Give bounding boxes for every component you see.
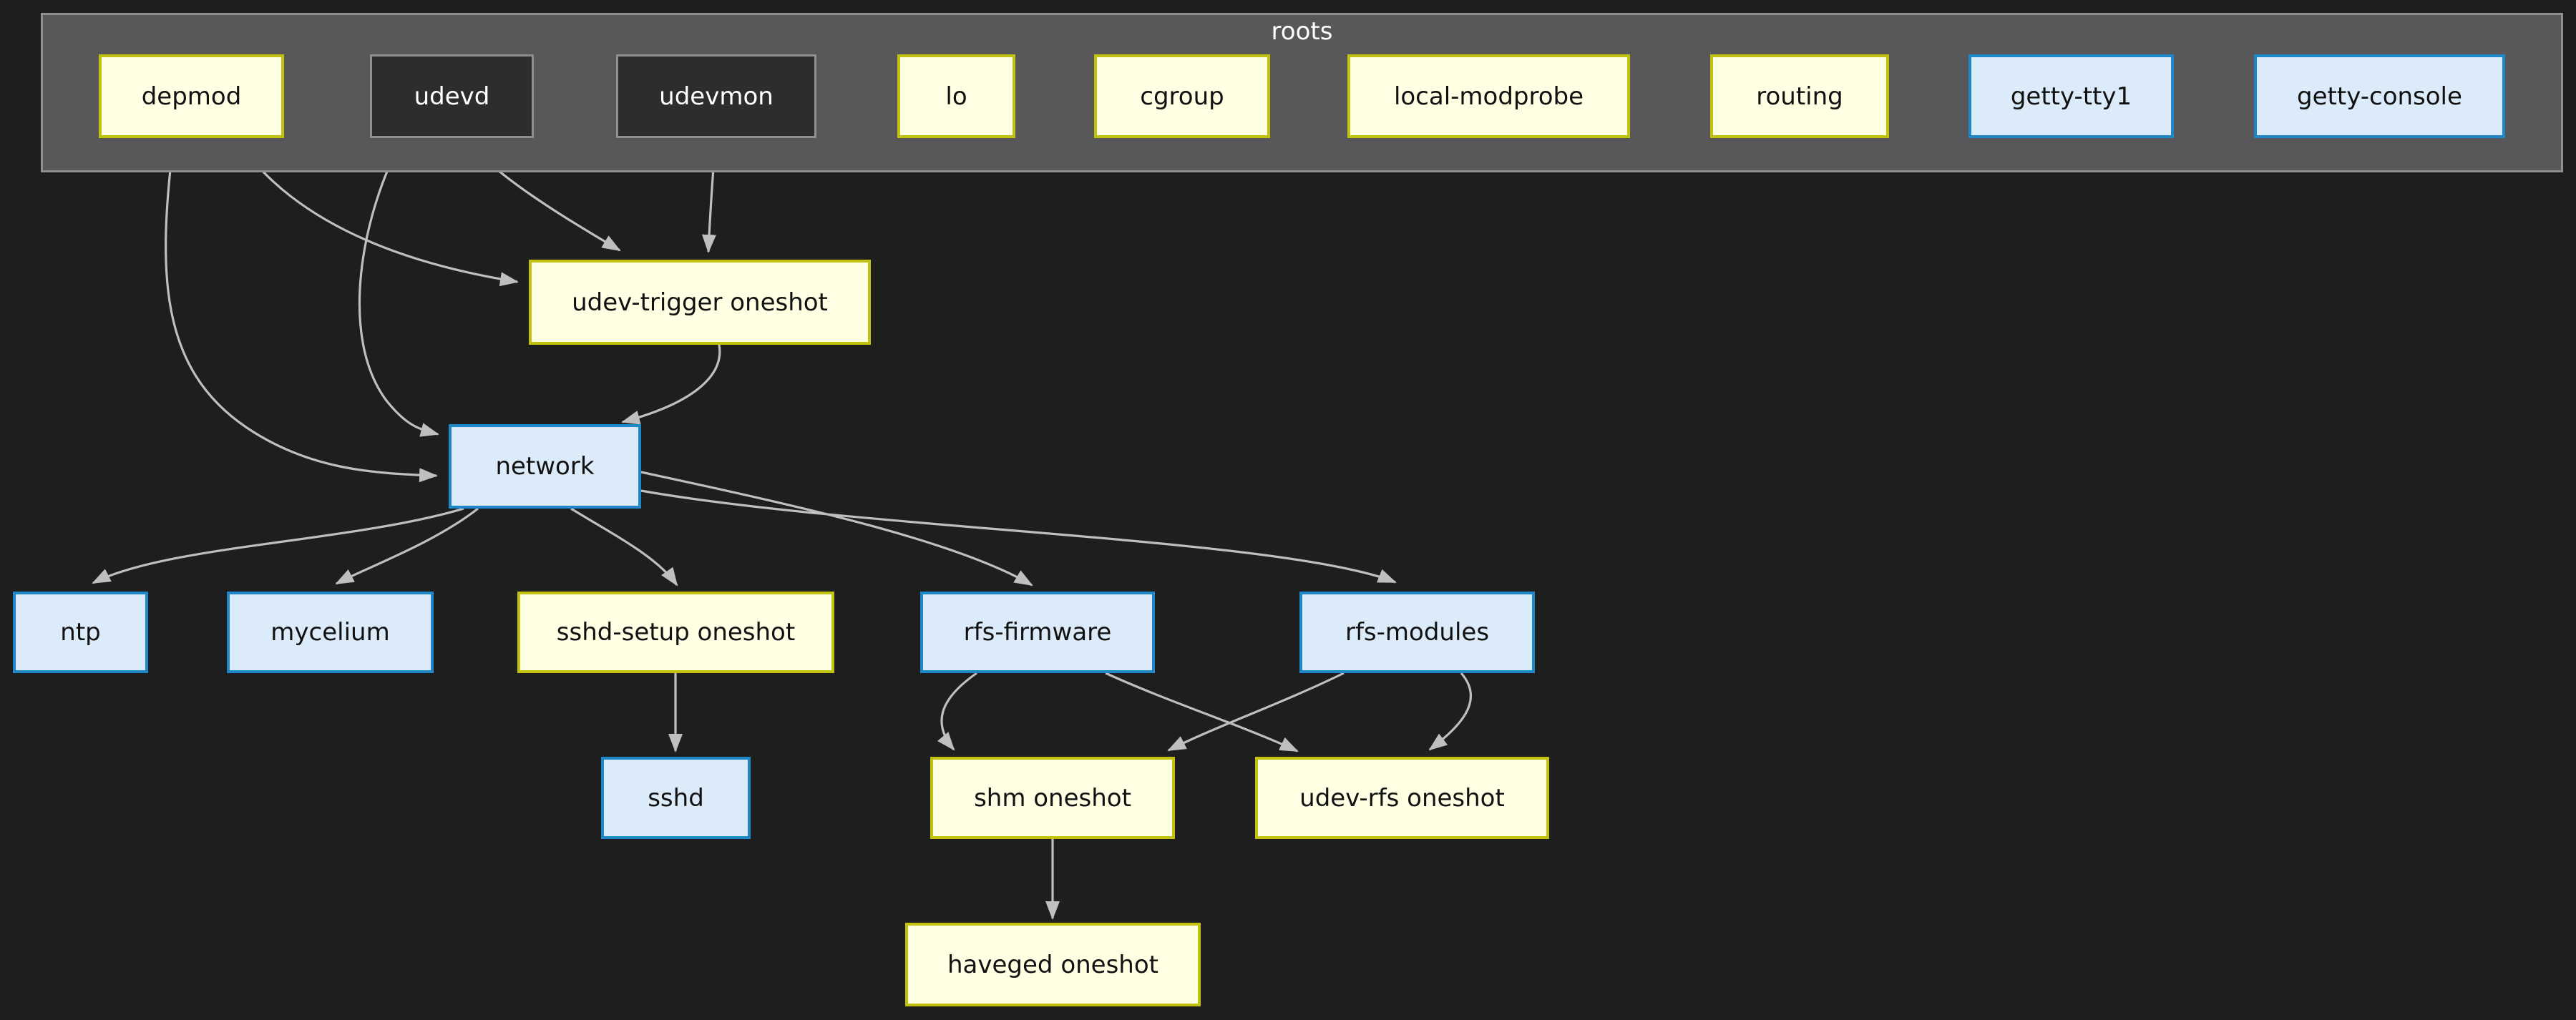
edge-rfs-firmware-to-udev-rfs xyxy=(1105,672,1299,752)
edge-rfs-modules-to-udev-rfs xyxy=(1428,672,1472,751)
node-getty-console: getty-console xyxy=(2254,54,2505,138)
roots-cluster-label: roots xyxy=(1271,17,1333,46)
node-sshd: sshd xyxy=(601,757,751,839)
node-local-modprobe: local-modprobe xyxy=(1347,54,1630,138)
node-udev-trigger: udev-trigger oneshot xyxy=(529,260,871,345)
node-haveged: haveged oneshot xyxy=(905,923,1201,1006)
node-ntp: ntp xyxy=(13,592,148,673)
node-routing: routing xyxy=(1710,54,1889,138)
edge-network-to-ntp xyxy=(92,507,464,584)
node-shm: shm oneshot xyxy=(930,757,1175,839)
edge-udevd-to-network xyxy=(358,137,439,437)
edge-network-to-rfs-firmware xyxy=(640,471,1033,587)
edge-rfs-firmware-to-shm xyxy=(937,672,977,751)
edge-network-to-mycelium xyxy=(335,507,479,585)
edge-depmod-to-network xyxy=(165,137,438,483)
node-udevmon: udevmon xyxy=(616,54,816,138)
edge-udev-trigger-to-network xyxy=(621,344,721,425)
edge-network-to-rfs-modules xyxy=(640,489,1397,584)
node-rfs-firmware: rfs-firmware xyxy=(920,592,1155,673)
node-mycelium: mycelium xyxy=(227,592,434,673)
node-udev-rfs: udev-rfs oneshot xyxy=(1255,757,1549,839)
edge-rfs-modules-to-shm xyxy=(1167,672,1345,752)
edge-network-to-sshd-setup xyxy=(570,507,678,587)
node-getty-tty1: getty-tty1 xyxy=(1968,54,2174,138)
node-cgroup: cgroup xyxy=(1094,54,1270,138)
node-udevd: udevd xyxy=(370,54,534,138)
node-depmod: depmod xyxy=(99,54,284,138)
node-lo: lo xyxy=(897,54,1015,138)
node-sshd-setup: sshd-setup oneshot xyxy=(517,592,834,673)
node-network: network xyxy=(449,424,641,509)
node-rfs-modules: rfs-modules xyxy=(1299,592,1535,673)
